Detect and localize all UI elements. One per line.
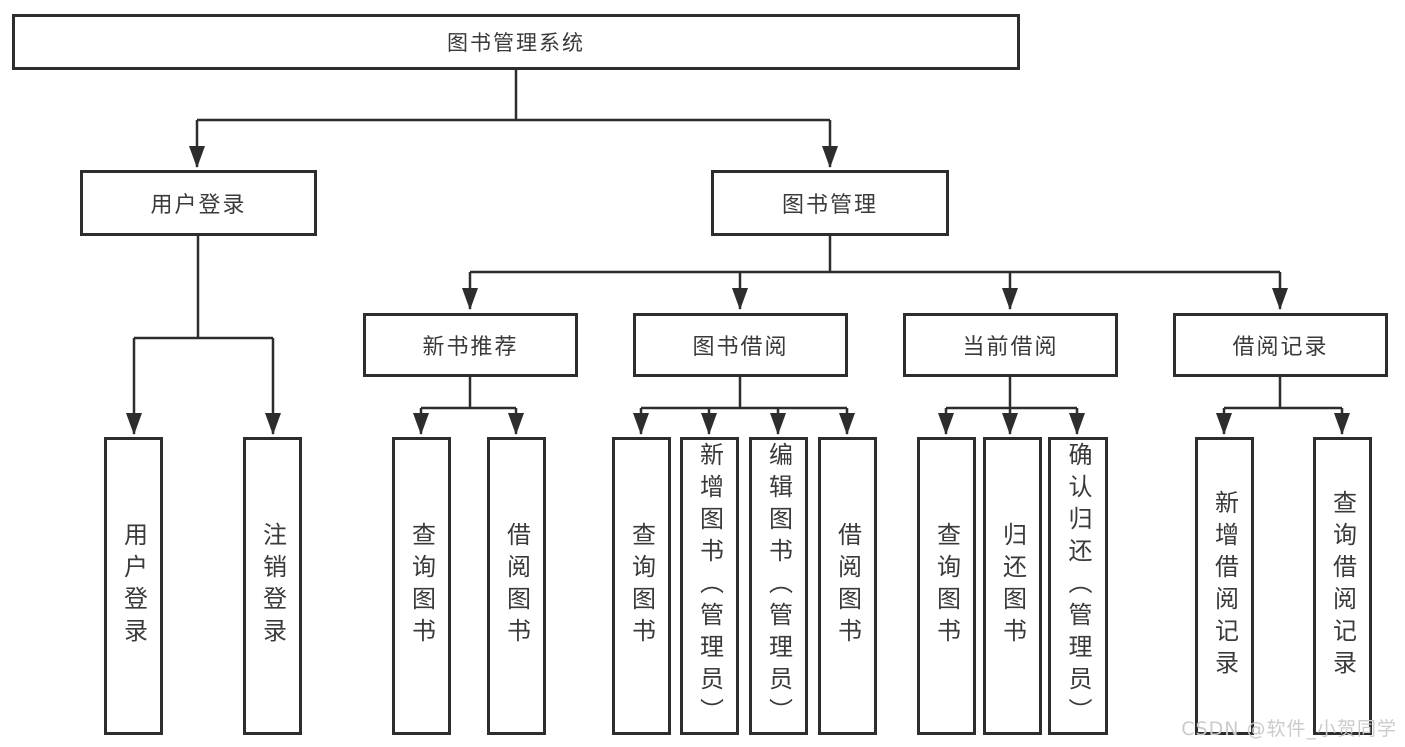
leaf-edit-books-admin-label: 编辑图书（管理员） xyxy=(764,442,793,730)
leaf-user-login-label: 用户登录 xyxy=(119,522,148,650)
leaf-add-borrow-record: 新增借阅记录 xyxy=(1195,437,1254,735)
leaf-add-books-admin: 新增图书（管理员） xyxy=(680,437,739,735)
leaf-query-borrow-record: 查询借阅记录 xyxy=(1313,437,1372,735)
node-book-management: 图书管理 xyxy=(711,170,949,236)
leaf-query-books-current: 查询图书 xyxy=(917,437,976,735)
leaf-logout-label: 注销登录 xyxy=(258,522,287,650)
leaf-add-books-admin-label: 新增图书（管理员） xyxy=(695,442,724,730)
connector-book-borrow xyxy=(633,377,855,435)
leaf-user-login: 用户登录 xyxy=(104,437,163,735)
leaf-borrow-books: 借阅图书 xyxy=(818,437,877,735)
connector-user-login xyxy=(126,236,281,435)
leaf-return-books: 归还图书 xyxy=(983,437,1042,735)
leaf-query-books-recommend-label: 查询图书 xyxy=(407,522,436,650)
leaf-confirm-return-admin-label: 确认归还（管理员） xyxy=(1064,442,1092,730)
node-current-borrow: 当前借阅 xyxy=(903,313,1118,377)
connector-book-management xyxy=(462,236,1288,310)
leaf-borrow-books-recommend-label: 借阅图书 xyxy=(502,522,531,650)
node-borrow-records: 借阅记录 xyxy=(1173,313,1388,377)
leaf-query-books-current-label: 查询图书 xyxy=(932,522,961,650)
connector-root xyxy=(189,70,838,168)
leaf-confirm-return-admin: 确认归还（管理员） xyxy=(1048,437,1108,735)
leaf-logout: 注销登录 xyxy=(243,437,302,735)
leaf-borrow-books-recommend: 借阅图书 xyxy=(487,437,546,735)
node-book-borrow: 图书借阅 xyxy=(633,313,848,377)
leaf-query-books-recommend: 查询图书 xyxy=(392,437,451,735)
leaf-query-books-borrow-label: 查询图书 xyxy=(627,522,656,650)
leaf-borrow-books-label: 借阅图书 xyxy=(833,522,862,650)
leaf-query-borrow-record-label: 查询借阅记录 xyxy=(1328,490,1357,682)
watermark: CSDN @软件_小贺同学 xyxy=(1181,718,1397,740)
connector-current-borrow xyxy=(938,377,1085,435)
leaf-edit-books-admin: 编辑图书（管理员） xyxy=(749,437,808,735)
leaf-query-books-borrow: 查询图书 xyxy=(612,437,671,735)
node-new-book-recommend: 新书推荐 xyxy=(363,313,578,377)
leaf-add-borrow-record-label: 新增借阅记录 xyxy=(1210,490,1239,682)
connector-borrow-records xyxy=(1216,377,1350,435)
node-user-login: 用户登录 xyxy=(80,170,317,236)
node-library-management-system: 图书管理系统 xyxy=(12,14,1020,70)
leaf-return-books-label: 归还图书 xyxy=(998,522,1027,650)
connector-new-book-recommend xyxy=(413,377,524,435)
